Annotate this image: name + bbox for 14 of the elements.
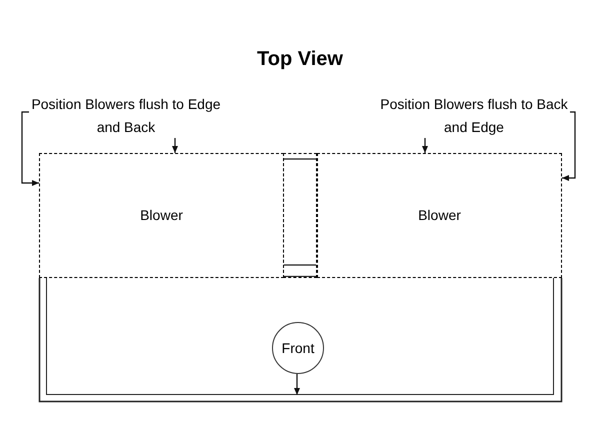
front-label: Front (282, 338, 314, 358)
blower-label: Blower (418, 206, 461, 225)
callout-text: Position Blowers flush to Edge and Back (30, 95, 222, 137)
leader-arrow (21, 111, 39, 186)
title: Top View (257, 47, 343, 72)
leader-arrow (294, 374, 300, 395)
blower-box (39, 153, 284, 278)
blower-label: Blower (140, 206, 183, 225)
callout-text: Position Blowers flush to Back and Edge (379, 95, 569, 137)
leader-arrow (422, 138, 428, 153)
leader-arrow (562, 111, 576, 181)
blower-box (317, 153, 562, 278)
leader-arrow (172, 138, 178, 153)
channel-box (283, 153, 317, 278)
